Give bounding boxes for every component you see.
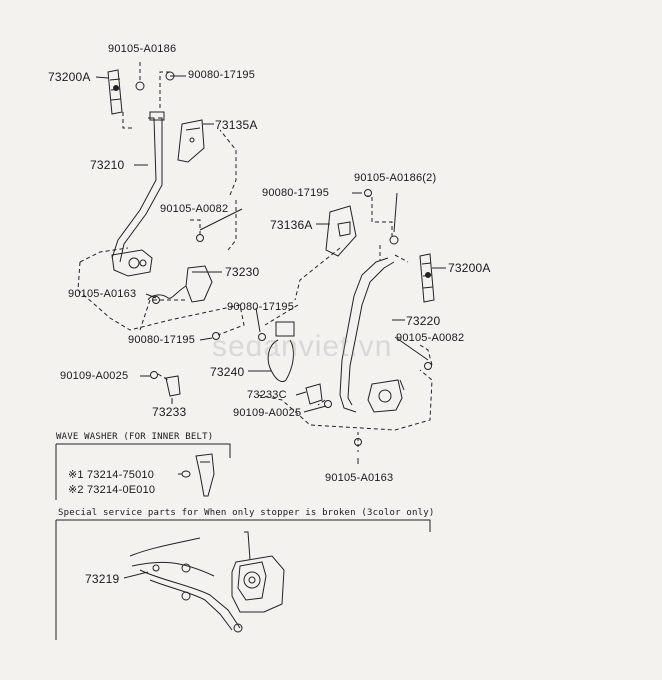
label-90105-a0163-left: 90105-A0163 xyxy=(68,288,137,300)
wave-washer-item-2: ※2 73214-0E010 xyxy=(68,484,156,496)
label-73200a-left: 73200A xyxy=(48,70,91,84)
label-90105-a0082-right: 90105-A0082 xyxy=(396,332,465,344)
label-73135a: 73135A xyxy=(215,118,258,132)
right-seat-belt-73220 xyxy=(340,258,404,412)
pillar-cover-73135a xyxy=(178,120,204,162)
label-90105-a0082-left: 90105-A0082 xyxy=(160,203,229,215)
wave-washer-box xyxy=(56,444,230,500)
label-73136a: 73136A xyxy=(270,218,313,232)
label-90105-a0186-2: 90105-A0186(2) xyxy=(354,172,437,184)
label-90109-a0025-right: 90109-A0025 xyxy=(233,407,302,419)
special-service-note: Special service parts for When only stop… xyxy=(58,508,435,518)
label-90080-17195-low: 90080-17195 xyxy=(128,334,196,346)
left-shoulder-anchor-73200a xyxy=(108,70,122,114)
label-90080-17195-top: 90080-17195 xyxy=(188,69,256,81)
special-service-box xyxy=(56,520,430,640)
small-parts xyxy=(136,72,432,452)
label-90105-a0186: 90105-A0186 xyxy=(108,43,177,55)
leader-lines xyxy=(96,76,446,464)
label-73200a-right: 73200A xyxy=(448,261,491,275)
pillar-cover-73136a xyxy=(326,206,356,256)
label-73220: 73220 xyxy=(406,314,441,328)
label-90080-17195-bottom: 90080-17195 xyxy=(227,301,295,313)
part-73240 xyxy=(268,322,294,382)
label-73233: 73233 xyxy=(152,405,187,419)
label-90109-a0025-left: 90109-A0025 xyxy=(60,370,129,382)
wave-washer-item-1: ※1 73214-75010 xyxy=(68,469,155,481)
label-73219: 73219 xyxy=(85,572,120,586)
label-73233c: 73233C xyxy=(247,389,287,401)
label-90105-a0163-right: 90105-A0163 xyxy=(325,472,394,484)
right-shoulder-anchor-73200a xyxy=(420,254,434,302)
label-73240: 73240 xyxy=(210,365,245,379)
buckle-73230 xyxy=(148,266,212,302)
label-73230: 73230 xyxy=(225,265,260,279)
watermark: sedanviet.vn xyxy=(212,330,393,363)
left-seat-belt-73210 xyxy=(112,112,164,276)
wave-washer-title: WAVE WASHER (FOR INNER BELT) xyxy=(56,432,214,442)
retractor-73219 xyxy=(124,532,284,632)
label-73210: 73210 xyxy=(90,158,125,172)
dashed-leader-lines xyxy=(78,62,432,430)
label-90080-17195-mid: 90080-17195 xyxy=(262,187,330,199)
